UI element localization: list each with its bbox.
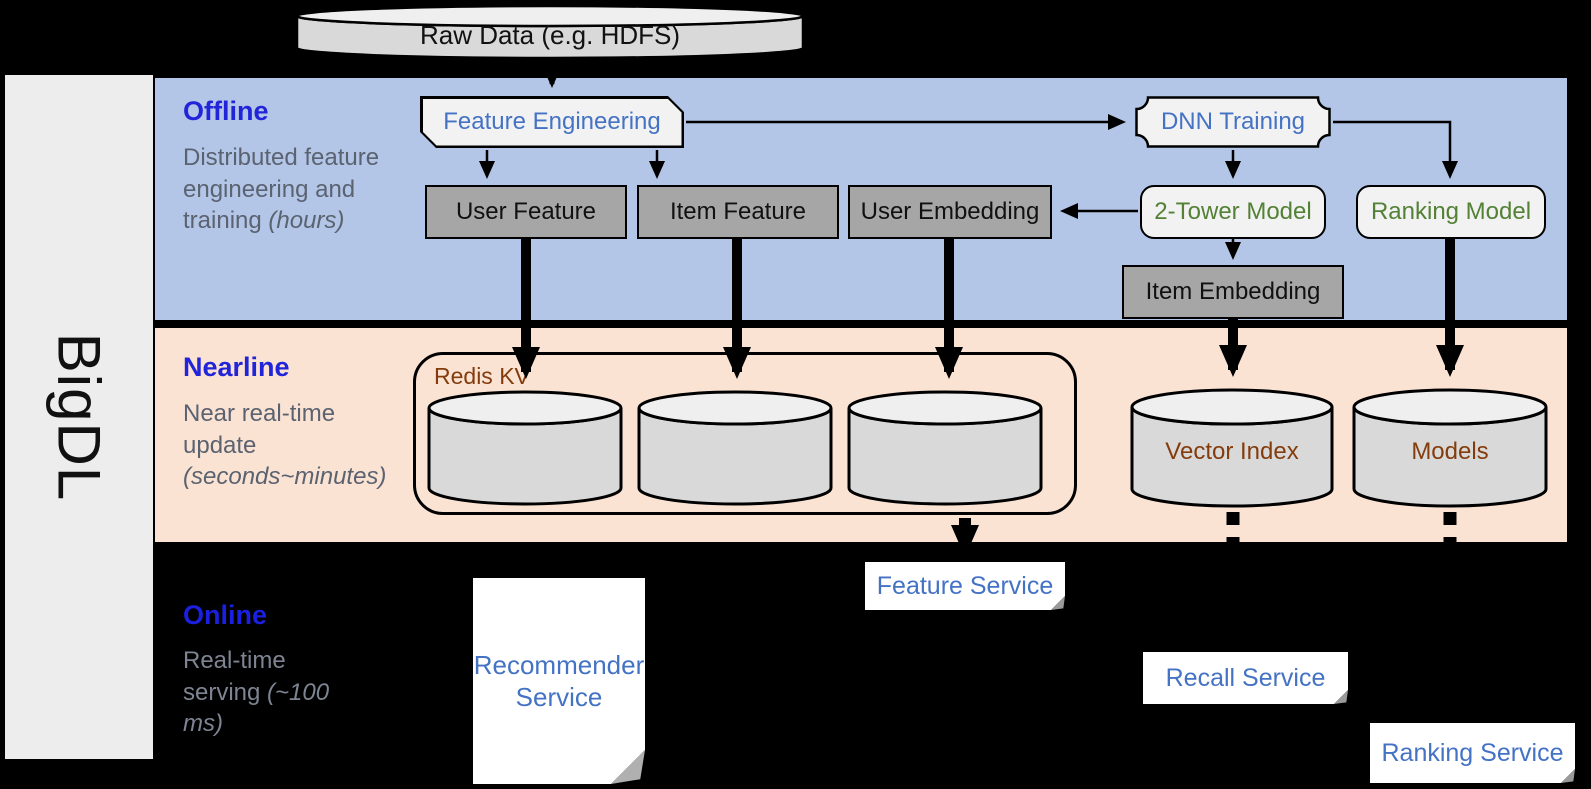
ranking-service-node: Ranking Service — [1370, 723, 1575, 783]
feature-engineering-shape — [423, 99, 682, 146]
bigdl-label: BigDL — [45, 332, 113, 502]
kv-cylinder-3 — [847, 390, 1043, 506]
raw-data-label: Raw Data (e.g. HDFS) — [419, 20, 681, 50]
feature-engineering-label: Feature Engineering — [443, 108, 661, 135]
models-label: Models — [1411, 438, 1489, 466]
two-tower-model-label: 2-Tower Model — [1154, 198, 1312, 225]
online-desc: Real-time serving (~100 ms) — [183, 645, 358, 740]
cylinder-shape — [1130, 388, 1334, 508]
cylinder-shape — [1352, 388, 1548, 508]
nearline-desc-text: Near real-time update — [183, 400, 336, 459]
dnn-training-node: DNN Training — [1135, 96, 1331, 148]
ranking-model-label: Ranking Model — [1370, 198, 1532, 225]
raw-data-cylinder: Raw Data (e.g. HDFS) — [295, 4, 805, 60]
cylinder-shape — [637, 390, 833, 506]
dnn-training-label: DNN Training — [1160, 108, 1306, 135]
user-embedding-label: User Embedding — [860, 198, 1040, 225]
plaque-shape — [1135, 96, 1331, 148]
nearline-desc: Near real-time update (seconds~minutes) — [183, 398, 398, 493]
recall-service-label: Recall Service — [1165, 663, 1326, 692]
user-feature-label: User Feature — [455, 198, 597, 225]
item-embedding-node: Item Embedding — [1122, 265, 1344, 319]
offline-desc-text: Distributed feature engineering and trai… — [183, 144, 380, 235]
offline-desc-em: (hours) — [268, 207, 345, 235]
two-tower-model-node: 2-Tower Model — [1140, 185, 1326, 239]
user-embedding-node: User Embedding — [848, 185, 1052, 239]
ranking-model-node: Ranking Model — [1356, 185, 1546, 239]
offline-desc: Distributed feature engineering and trai… — [183, 142, 388, 237]
item-embedding-label: Item Embedding — [1145, 278, 1321, 305]
recommender-service-doc: Recommender Service — [473, 578, 645, 784]
feature-service-label: Feature Service — [876, 571, 1054, 600]
models-cylinder: Models — [1352, 388, 1548, 508]
ranking-service-label: Ranking Service — [1381, 738, 1564, 767]
vector-index-label: Vector Index — [1165, 438, 1299, 466]
online-title: Online — [183, 600, 268, 630]
offline-title: Offline — [183, 96, 269, 126]
item-feature-label: Item Feature — [669, 198, 807, 225]
kv-cylinder-2 — [637, 390, 833, 506]
cylinder-shape — [295, 4, 805, 60]
bigdl-sidebar: BigDL — [5, 75, 153, 759]
recall-service-node: Recall Service — [1143, 652, 1348, 704]
nearline-title: Nearline — [183, 352, 290, 382]
online-band — [155, 542, 1567, 789]
vector-index-cylinder: Vector Index — [1130, 388, 1334, 508]
cylinder-shape — [847, 390, 1043, 506]
recommender-service-label: Recommender Service — [473, 649, 645, 712]
online-desc-text: Real-time serving — [183, 647, 286, 706]
feature-service-node: Feature Service — [865, 562, 1065, 610]
feature-engineering-node: Feature Engineering — [420, 96, 684, 148]
online-desc-em: (~100 ms) — [183, 678, 330, 738]
nearline-desc-em: (seconds~minutes) — [183, 463, 387, 491]
kv-cylinder-1 — [427, 390, 623, 506]
user-feature-node: User Feature — [425, 185, 627, 239]
redis-kv-label: Redis KV — [434, 363, 530, 389]
cylinder-shape — [427, 390, 623, 506]
item-feature-node: Item Feature — [637, 185, 839, 239]
